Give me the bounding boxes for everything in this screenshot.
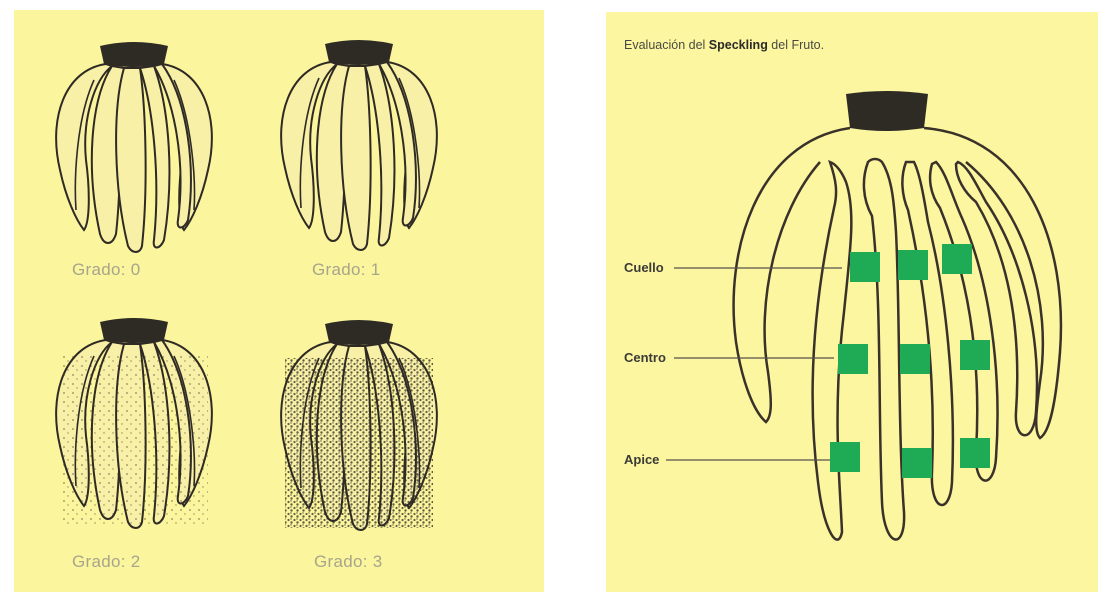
- banana-hand-grade-1: [281, 40, 437, 250]
- grade-0-label: Grado: 0: [72, 260, 141, 280]
- marker-center-1: [838, 344, 868, 374]
- banana-hand-grade-3: [281, 320, 437, 530]
- marker-apex-2: [902, 448, 932, 478]
- marker-center-2: [900, 344, 930, 374]
- speckling-evaluation-panel: Evaluación del Speckling del Fruto. Cuel…: [606, 12, 1098, 592]
- marker-apex-1: [830, 442, 860, 472]
- banana-hand-grade-2: [56, 318, 212, 528]
- zone-markers: [606, 12, 1098, 592]
- marker-apex-3: [960, 438, 990, 468]
- grade-1-label: Grado: 1: [312, 260, 381, 280]
- marker-neck-2: [898, 250, 928, 280]
- speckling-grades-panel: Grado: 0 Grado: 1 Grado: 2 Grado: 3: [14, 10, 544, 592]
- grade-2-label: Grado: 2: [72, 552, 141, 572]
- marker-neck-3: [942, 244, 972, 274]
- grade-3-label: Grado: 3: [314, 552, 383, 572]
- marker-center-3: [960, 340, 990, 370]
- marker-neck-1: [850, 252, 880, 282]
- banana-hand-grade-0: [56, 42, 212, 252]
- grades-illustration: [14, 10, 544, 592]
